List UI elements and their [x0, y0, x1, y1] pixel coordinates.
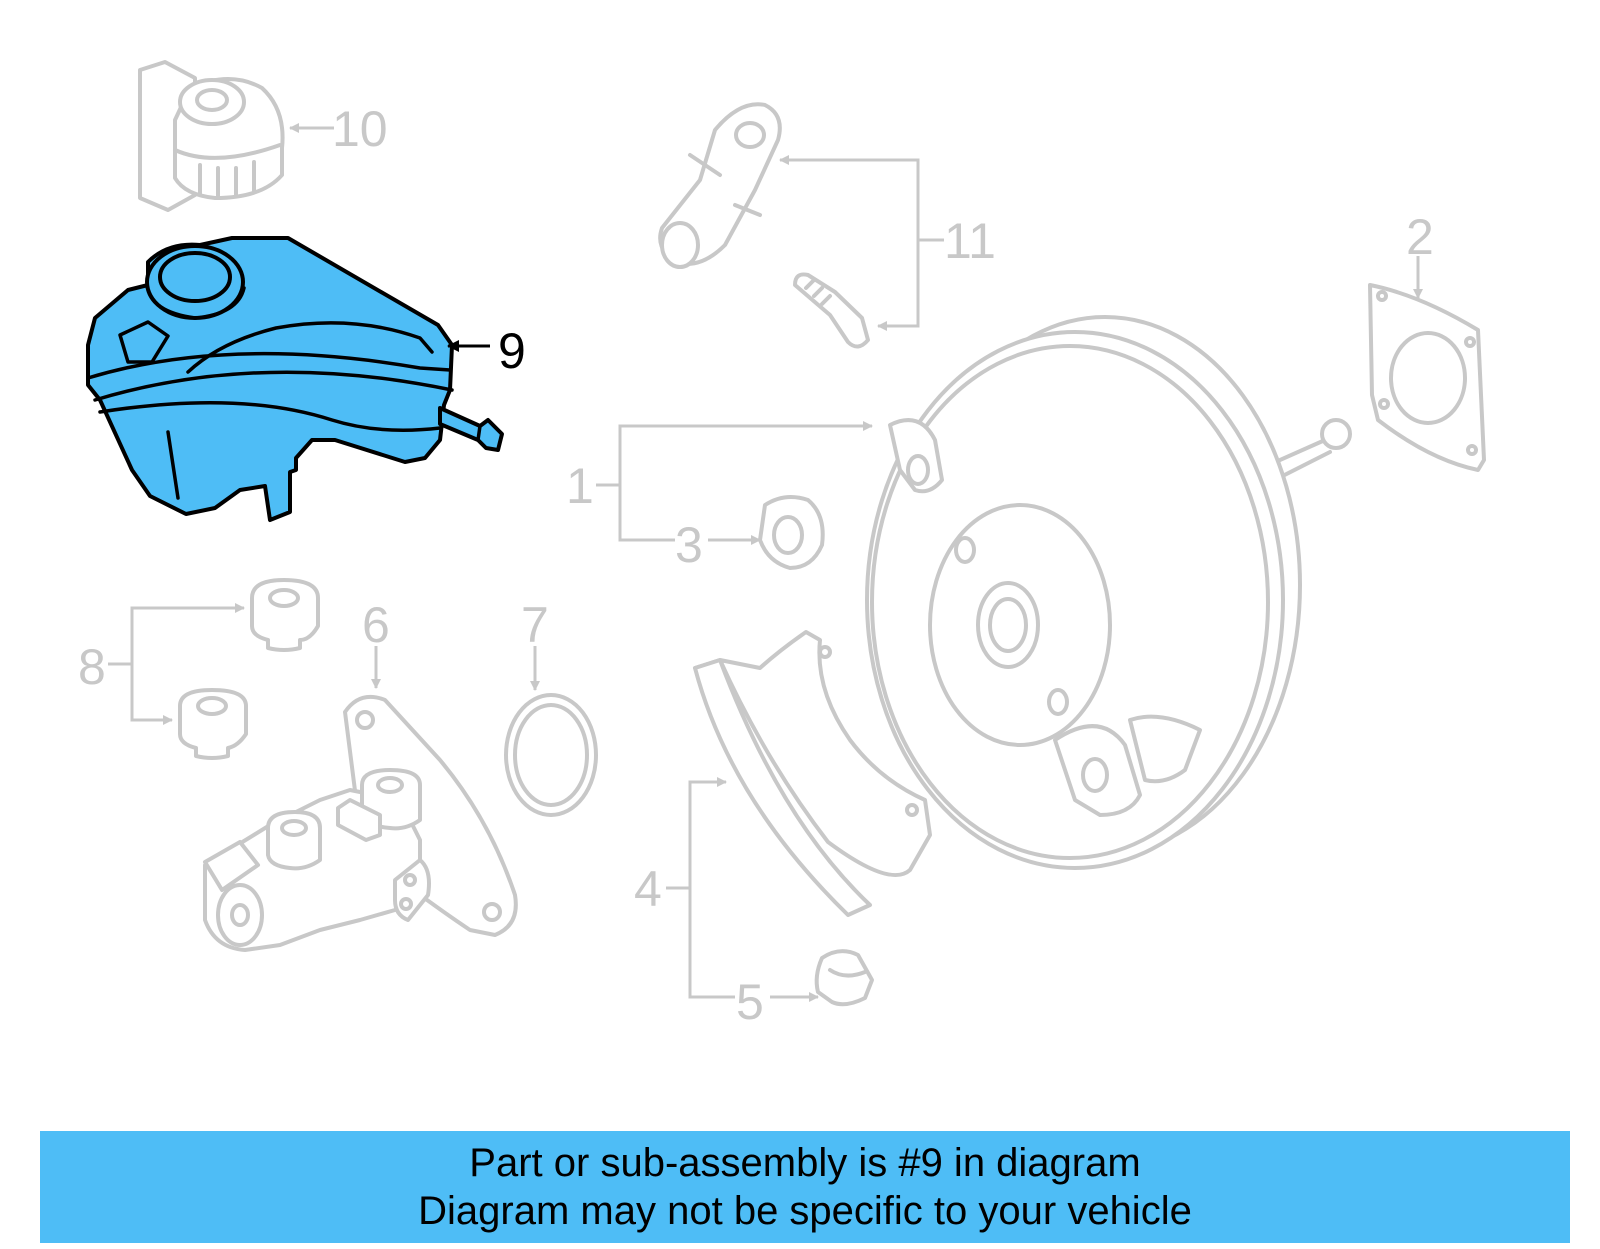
part-8-seal-upper[interactable]	[250, 578, 320, 652]
part-2-gasket[interactable]	[1368, 283, 1486, 472]
part-4-heat-shield[interactable]	[693, 630, 932, 917]
part-7-o-ring[interactable]	[504, 693, 598, 817]
callout-2: 2	[1406, 209, 1434, 265]
callout-7: 7	[521, 597, 549, 653]
callout-8: 8	[78, 639, 106, 695]
callout-4: 4	[634, 861, 662, 917]
part-10-reservoir-cap[interactable]	[138, 60, 285, 212]
callout-3: 3	[675, 517, 703, 573]
banner-line-1: Part or sub-assembly is #9 in diagram	[469, 1141, 1141, 1185]
part-3-grommet[interactable]	[758, 494, 825, 570]
callout-9: 9	[498, 323, 526, 379]
part-6-master-cylinder[interactable]	[203, 695, 518, 952]
callout-6: 6	[362, 597, 390, 653]
part-8-seal-lower[interactable]	[178, 688, 248, 760]
callout-11: 11	[944, 213, 996, 269]
part-5-clip[interactable]	[814, 949, 874, 1007]
part-11-sensor[interactable]	[658, 102, 782, 269]
parts-diagram: 10 11 2	[78, 60, 1486, 1030]
part-1-brake-booster[interactable]	[865, 315, 1352, 870]
callout-1: 1	[566, 458, 594, 514]
callout-10: 10	[332, 101, 388, 157]
banner-line-2: Diagram may not be specific to your vehi…	[418, 1189, 1192, 1233]
part-9-brake-fluid-reservoir[interactable]	[86, 236, 504, 522]
callout-5: 5	[736, 974, 764, 1030]
part-11-bolt[interactable]	[793, 272, 870, 349]
disclaimer-banner: Part or sub-assembly is #9 in diagram Di…	[40, 1131, 1570, 1243]
